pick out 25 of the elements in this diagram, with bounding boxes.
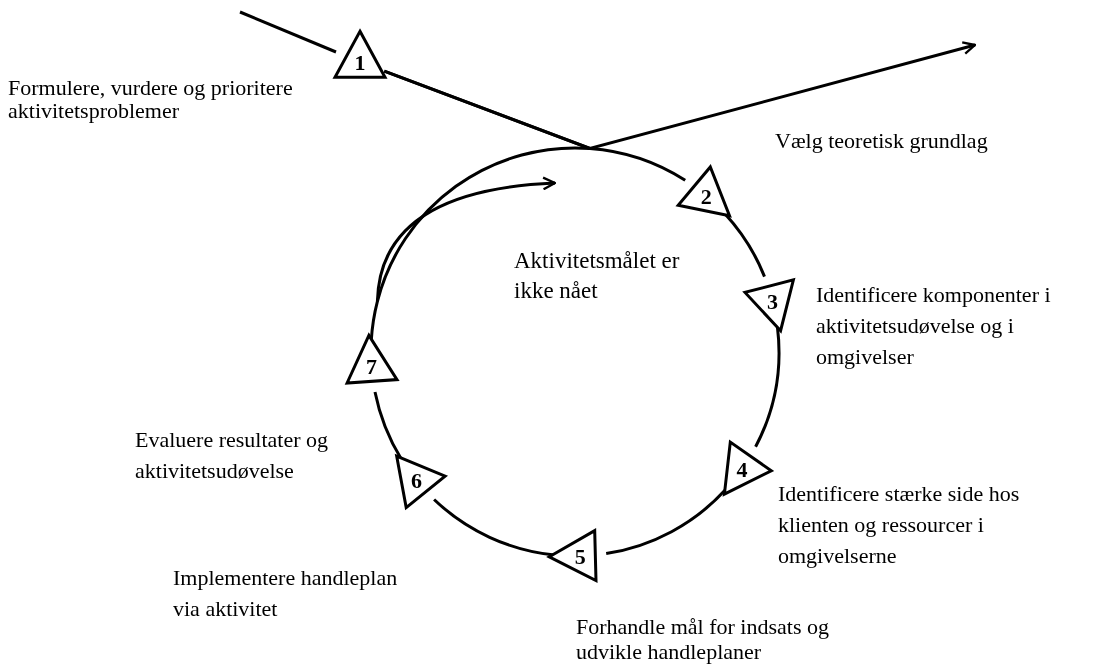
step-triangle [675, 163, 733, 218]
step-number: 5 [574, 545, 586, 568]
step-label: Evaluere resultater og aktivitetsudøvelse [135, 426, 329, 485]
step-number: 7 [366, 356, 377, 379]
step-number: 6 [410, 470, 422, 493]
step-number: 4 [736, 459, 748, 481]
step-label: Formulere, vurdere og prioritere aktivitetsproblemer [8, 76, 294, 123]
step-triangle [345, 332, 401, 385]
step-triangle [741, 278, 796, 334]
step-number: 3 [767, 291, 779, 314]
step-number: 1 [354, 52, 366, 74]
center-label: Aktivitetsmålet er ikke nået [514, 247, 681, 305]
connector-line [754, 326, 781, 448]
step-triangle [332, 28, 388, 79]
step-label: Identificere komponenter i aktivitetsudøvelse og i omgivelser [816, 281, 1052, 371]
step-triangle [395, 454, 449, 511]
step-label: Vælg teoretisk grundlag [775, 127, 989, 155]
step-label: Identificere stærke side hos klienten og ressourcer i omgivelserne [778, 480, 1021, 570]
step-label: Implementere handleplan via aktivitet [173, 564, 399, 623]
arrow [383, 41, 977, 151]
step-number: 2 [700, 185, 712, 208]
step-triangle [546, 527, 598, 583]
connector-line [239, 10, 337, 54]
step-label: Forhandle mål for indsats og udvikle handleplaner [576, 614, 830, 665]
step-triangle [722, 439, 775, 497]
